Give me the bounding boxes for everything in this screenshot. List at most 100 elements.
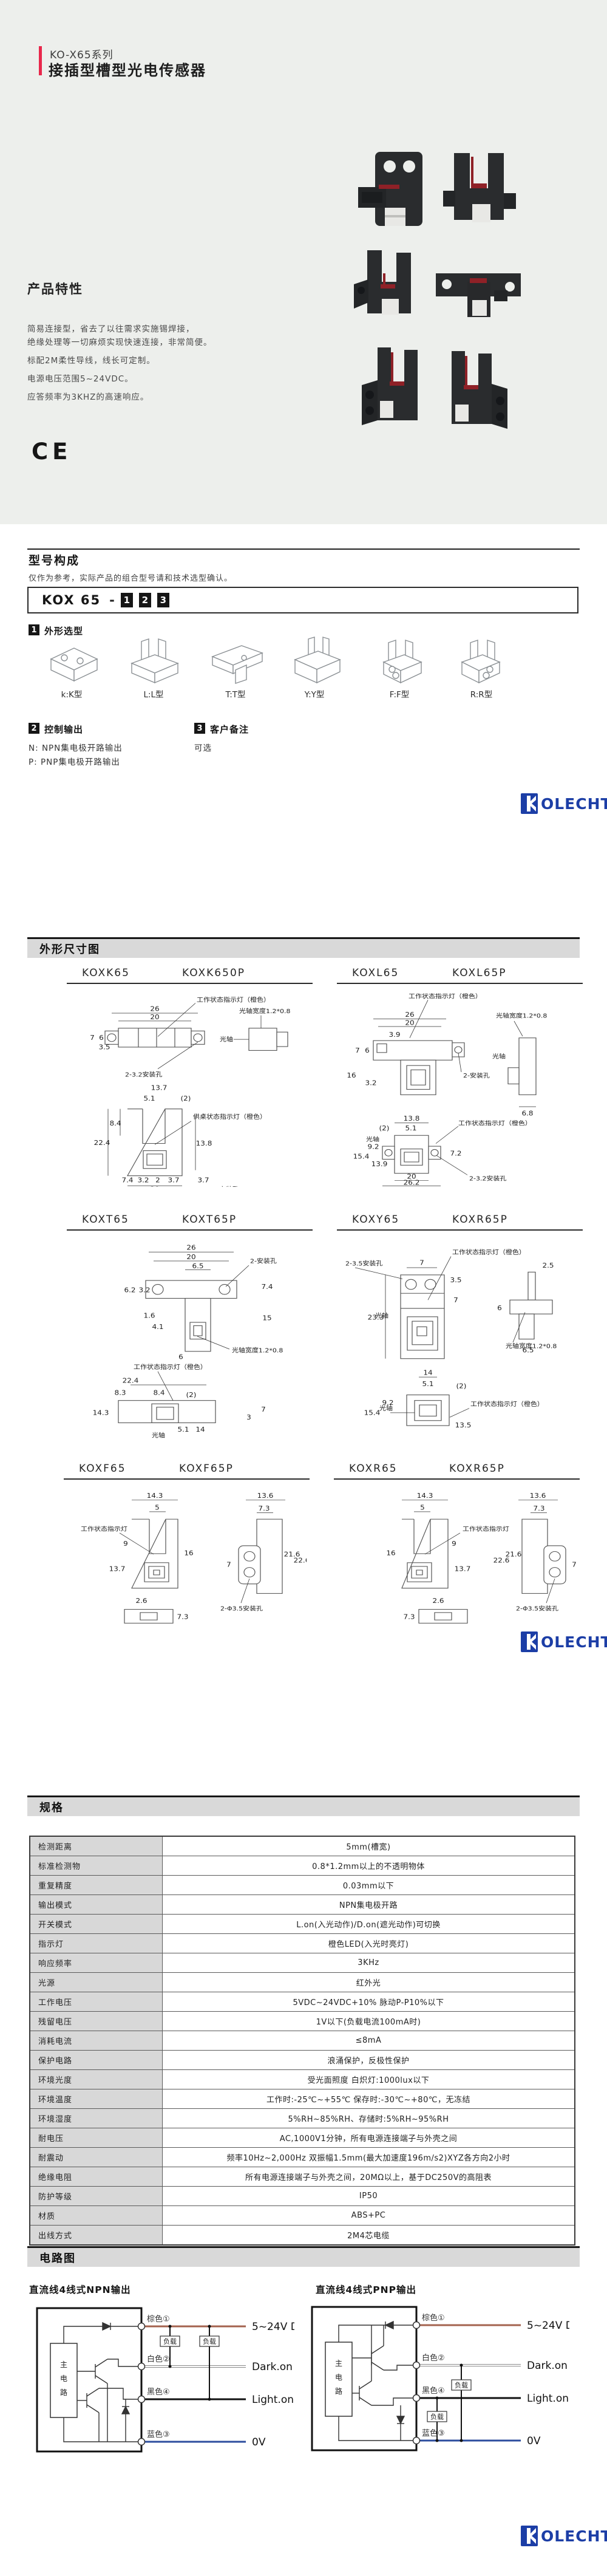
pnp-circuit-title: 直流线4线式PNP输出 — [316, 2284, 416, 2295]
dim-text: 22.6 — [493, 1557, 510, 1564]
model-name: KOXK65 — [82, 967, 130, 979]
dim-text: 6.8 — [521, 1109, 533, 1117]
table-row: 保护电路浪涌保护，反极性保护 — [30, 2051, 574, 2070]
dim-note: 2-3.2安装孔 — [125, 1071, 163, 1078]
dim-text: 3.5 — [98, 1043, 110, 1051]
dim-text: 26.2 — [404, 1178, 420, 1186]
table-row: 残留电压 1V以下(负载电流100mA时) — [30, 2012, 574, 2031]
dim-note: 工作状态指示灯（橙色） — [197, 996, 270, 1003]
dim-text: 5.1 — [177, 1426, 189, 1433]
group2-title: 控制输出 — [44, 724, 84, 735]
heading-rule — [64, 1478, 310, 1480]
dim-text: 7 — [226, 1561, 231, 1568]
spec-label: 残留电压 — [30, 2012, 163, 2031]
series-name: KO-X65系列 — [50, 49, 114, 61]
dimension-drawing: 26 20 7 6 3.5 13.7 5.1 (2) 8.4 22.4 13.8… — [90, 996, 290, 1187]
output-option-p: P: PNP集电极开路输出 — [29, 757, 120, 767]
dim-note: 工作状态指示灯（橙色） — [470, 1400, 544, 1407]
product-photo-6 — [452, 351, 507, 429]
dim-text: 22.6 — [294, 1557, 307, 1564]
dim-text: 14.3 — [147, 1492, 163, 1500]
dim-text: 13.6 — [530, 1492, 546, 1500]
product-photo-3 — [354, 250, 411, 315]
dim-note: 光轴宽度1.2*0.8 — [506, 1342, 557, 1350]
dim-panel-koxt65: KOXT65 KOXT65P 26 20 6.5 — [67, 1214, 316, 1457]
dim-text: 7 — [453, 1296, 458, 1303]
dim-text: 6.5 — [192, 1262, 203, 1269]
dim-text: 8.4 — [109, 1119, 121, 1127]
dim-panel-koxk65: KOXK65 KOXK650P — [67, 967, 316, 1209]
wire-name: 白色② — [422, 2353, 445, 2363]
npn-circuit-title: 直流线4线式NPN输出 — [29, 2284, 131, 2295]
dim-text: 4.1 — [152, 1323, 163, 1331]
shape-icon-l — [131, 638, 179, 684]
load-label: 负载 — [163, 2337, 177, 2346]
dim-text: 3.7 — [168, 1176, 179, 1184]
dim-panel-koxl65: KOXL65 KOXL65P — [337, 967, 586, 1209]
shape-icon-k — [50, 647, 98, 682]
dim-text: 6.5 — [522, 1346, 534, 1354]
dimension-drawing: 14.3 5 9 16 13.7 2.6 7.3 13.6 7.3 21.6 2… — [386, 1492, 577, 1624]
table-row: 环境温度工作时:-25℃~+55℃ 保存时:-30℃~+80℃，无冻结 — [30, 2089, 574, 2109]
dim-note: 光轴 — [492, 1053, 506, 1060]
brand-logo-text: OLECHT — [541, 794, 607, 813]
wire-name: 棕色① — [147, 2314, 170, 2324]
spec-label: 检测距离 — [30, 1837, 163, 1856]
dim-text: 22.4 — [94, 1139, 110, 1147]
dim-note: 2-3.5安装孔 — [345, 1260, 383, 1267]
dim-text: 5.1 — [422, 1379, 433, 1387]
brand-k-icon — [521, 793, 538, 814]
dim-text: 3 — [246, 1413, 251, 1421]
group1-number: 1 — [29, 624, 39, 635]
shape-icon-r — [461, 640, 501, 684]
spec-label: 保护电路 — [30, 2051, 163, 2069]
dim-text: 8.3 — [114, 1389, 126, 1396]
dim-text: 13.7 — [109, 1565, 126, 1573]
brand-logo-text: OLECHT — [541, 2527, 607, 2545]
load-label: 负载 — [455, 2381, 468, 2390]
brand-logo: OLECHT — [521, 2526, 607, 2546]
wire-terminal-label: Light.on — [527, 2393, 569, 2405]
dim-text: 9.2 — [367, 1143, 379, 1150]
dim-text: 15 — [262, 1314, 271, 1322]
features-heading: 产品特性 — [27, 282, 83, 296]
dim-text: 7 — [261, 1406, 266, 1413]
model-dash: - — [109, 593, 115, 607]
output-option-n: N: NPN集电极开路输出 — [29, 743, 123, 753]
spec-value: 0.03mm以下 — [342, 1882, 395, 1891]
dim-text: 23.3 — [368, 1313, 384, 1321]
dim-note: 光轴 — [375, 1312, 388, 1319]
heading-rule — [337, 983, 583, 984]
wire-terminal-label: 5~24V DC — [527, 2320, 569, 2332]
spec-value: 5VDC~24VDC+10% 脉动P-P10%以下 — [293, 1998, 444, 2007]
dim-note: 光轴宽度1.2*0.8 — [232, 1347, 283, 1354]
dim-text: 13.8 — [404, 1115, 420, 1122]
dim-note: 工作状态指示灯（橙色） — [409, 992, 482, 1000]
shape-label-t: T:T型 — [225, 690, 246, 700]
spec-value: 0.8*1.2mm以上的不透明物体 — [312, 1862, 425, 1871]
wire-name: 黑色④ — [147, 2387, 170, 2397]
dim-note: 工作状态指示灯 — [81, 1525, 127, 1532]
feature-line: 应答频率为3KHZ的高速响应。 — [27, 392, 149, 402]
dim-panel-koxy65: KOXY65 KOXR65P — [337, 1214, 586, 1457]
wire-name: 蓝色③ — [422, 2428, 445, 2438]
dim-note: 2-安装孔 — [250, 1257, 277, 1265]
dim-text: 7 — [90, 1033, 95, 1041]
dim-text: 5 — [420, 1504, 425, 1511]
dim-text: 26 — [186, 1243, 195, 1251]
table-row: 环境光度受光面照度 白炽灯:1000lux以下 — [30, 2070, 574, 2089]
spec-value: 1V以下(负载电流100mA时) — [316, 2018, 421, 2027]
npn-circuit-diagram: 主 电 路 — [36, 2307, 294, 2453]
dim-text: 9 — [123, 1540, 128, 1547]
dim-text: 5.1 — [405, 1124, 416, 1132]
feature-line: 绝缘处理等一切麻烦实现快速连接，非常简便。 — [27, 338, 212, 347]
dim-text: 20 — [150, 1185, 159, 1187]
wire-terminal-label: 5~24V DC — [252, 2321, 294, 2333]
pnp-circuit-diagram: 主 电 路 — [311, 2306, 569, 2451]
heading-rule — [334, 1478, 580, 1480]
spec-band: 规格 — [27, 1795, 580, 1816]
